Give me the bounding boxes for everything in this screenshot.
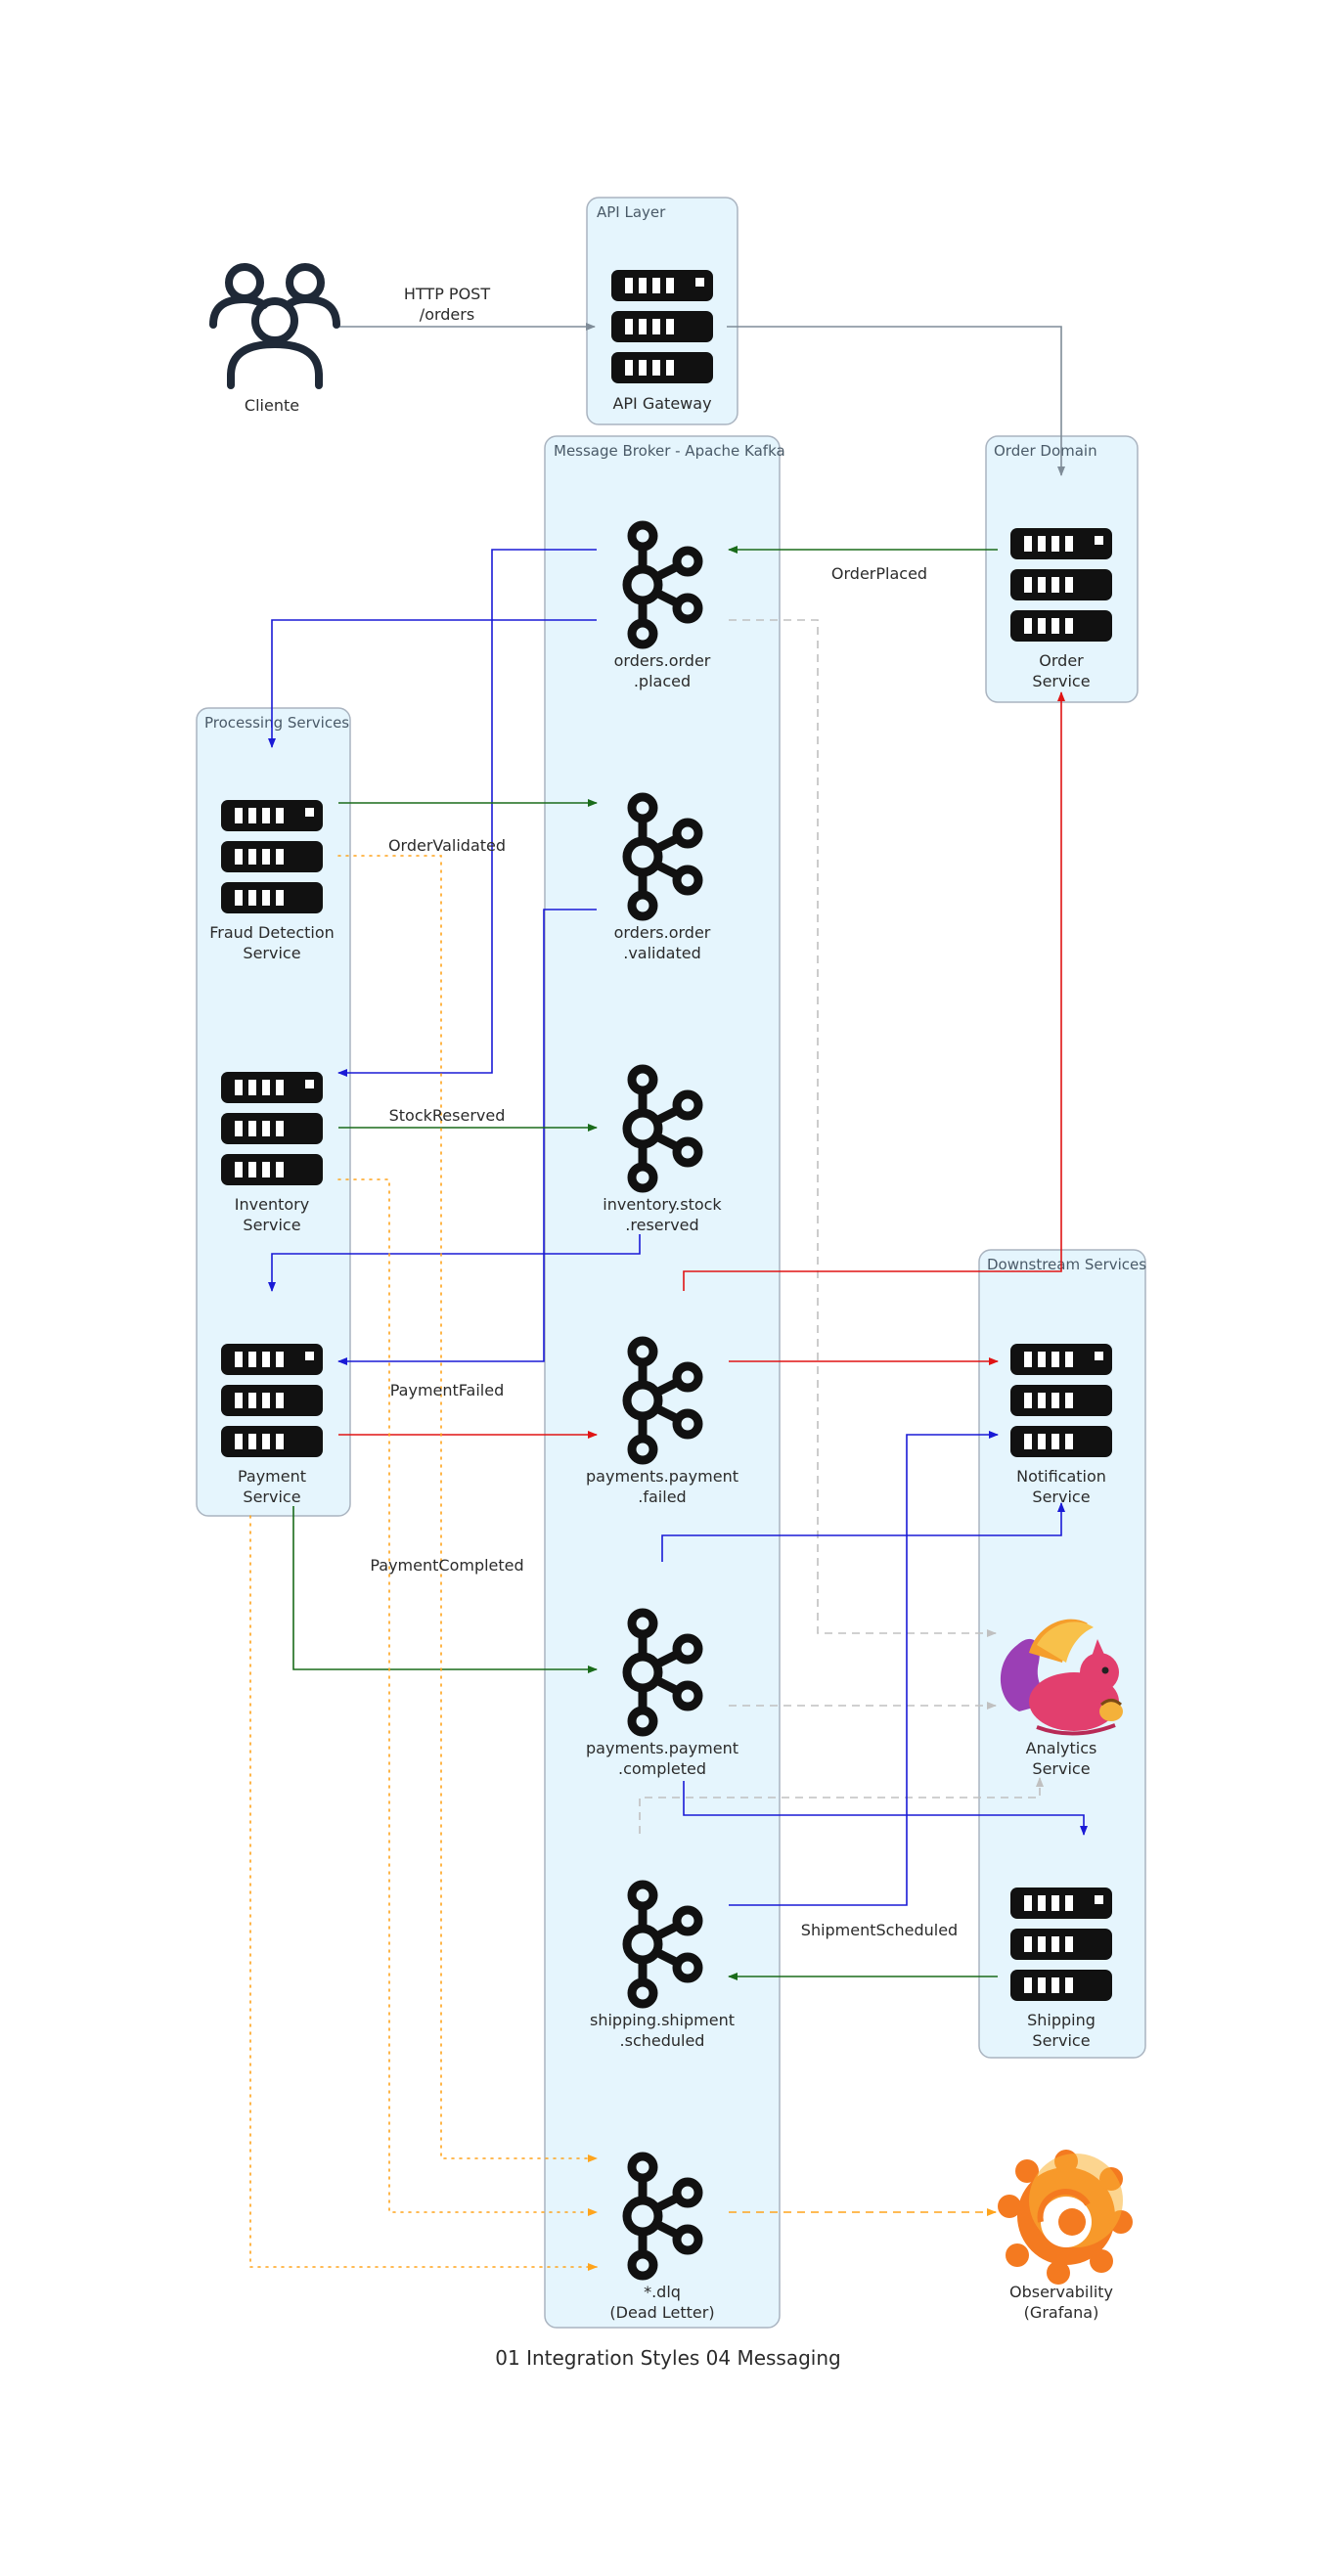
node-label-topic-failed-1: payments.payment — [586, 1467, 738, 1486]
server-rack-icon — [1010, 1344, 1112, 1457]
node-label-fraud-1: Fraud Detection — [209, 923, 335, 942]
node-api-gateway: API Gateway — [611, 270, 713, 413]
flink-squirrel-icon — [1000, 1619, 1123, 1736]
node-notification-service: Notification Service — [1010, 1344, 1112, 1506]
server-rack-icon — [611, 270, 713, 383]
node-label-order-service-2: Service — [1032, 672, 1090, 690]
cluster-message-broker: Message Broker - Apache Kafka — [544, 435, 785, 2329]
node-label-analytics-1: Analytics — [1026, 1739, 1097, 1757]
node-topic-orders-placed: orders.order .placed — [614, 525, 711, 690]
edge-inventory-dlq — [337, 1178, 598, 2216]
node-label-topic-reserved-1: inventory.stock — [603, 1195, 722, 1214]
edge-completed-notification — [661, 1502, 1065, 1562]
edge-gateway-order-service — [727, 326, 1065, 476]
node-label-topic-validated-1: orders.order — [614, 923, 711, 942]
node-label-observability-2: (Grafana) — [1024, 2303, 1099, 2322]
edge-scheduled-notification — [729, 1431, 999, 1906]
node-label-inventory-2: Service — [243, 1216, 300, 1234]
node-label-cliente: Cliente — [245, 396, 299, 415]
server-rack-icon — [221, 800, 323, 913]
edge-label-stock-reserved: StockReserved — [389, 1106, 506, 1125]
node-label-shipping-2: Service — [1032, 2031, 1090, 2050]
node-inventory-service: Inventory Service — [221, 1072, 323, 1234]
cluster-api-layer-label: API Layer — [597, 203, 666, 221]
diagram-title: 01 Integration Styles 04 Messaging — [495, 2346, 840, 2370]
edge-shipping-analytics — [639, 1777, 1044, 1834]
edges — [249, 323, 1088, 2271]
edge-placed-inventory — [337, 549, 597, 1077]
edge-placed-fraud — [268, 619, 597, 748]
node-label-shipping-1: Shipping — [1027, 2011, 1096, 2029]
edge-label-payment-completed: PaymentCompleted — [370, 1556, 523, 1575]
node-topic-stock-reserved: inventory.stock .reserved — [603, 1069, 722, 1234]
node-topic-orders-validated: orders.order .validated — [614, 797, 711, 962]
node-topic-shipment-scheduled: shipping.shipment .scheduled — [590, 1885, 735, 2050]
edge-labels: HTTP POST /orders OrderPlaced OrderValid… — [370, 285, 958, 1939]
node-label-notification-1: Notification — [1016, 1467, 1106, 1486]
edge-payment-completed — [292, 1506, 598, 1673]
edge-label-order-placed: OrderPlaced — [831, 564, 927, 583]
edge-completed-shipping — [683, 1781, 1088, 1836]
node-label-topic-placed-1: orders.order — [614, 651, 711, 670]
node-label-fraud-2: Service — [243, 944, 300, 962]
node-label-topic-dlq-1: *.dlq — [644, 2283, 681, 2301]
node-shipping-service: Shipping Service — [1010, 1888, 1112, 2050]
node-label-topic-placed-2: .placed — [634, 672, 691, 690]
node-label-analytics-2: Service — [1032, 1759, 1090, 1778]
node-label-inventory-1: Inventory — [235, 1195, 309, 1214]
node-label-topic-scheduled-2: .scheduled — [620, 2031, 705, 2050]
edge-payment-dlq — [249, 1515, 598, 2271]
node-label-topic-validated-2: .validated — [623, 944, 700, 962]
node-topic-payment-failed: payments.payment .failed — [586, 1341, 738, 1506]
node-label-order-service-1: Order — [1039, 651, 1084, 670]
node-observability: Observability (Grafana) — [998, 2150, 1133, 2322]
node-label-topic-reserved-2: .reserved — [625, 1216, 698, 1234]
node-analytics-service: Analytics Service — [1000, 1619, 1123, 1778]
node-payment-service: Payment Service — [221, 1344, 323, 1506]
server-rack-icon — [221, 1072, 323, 1185]
cluster-message-broker-label: Message Broker - Apache Kafka — [554, 442, 785, 460]
node-label-observability-1: Observability — [1009, 2283, 1113, 2301]
node-label-payment-2: Service — [243, 1488, 300, 1506]
edge-label-order-validated: OrderValidated — [388, 836, 506, 855]
cluster-order-domain-label: Order Domain — [994, 442, 1097, 460]
node-order-service: Order Service — [1010, 528, 1112, 690]
node-label-payment-1: Payment — [238, 1467, 306, 1486]
grafana-icon — [998, 2150, 1133, 2285]
node-topic-payment-completed: payments.payment .completed — [586, 1613, 738, 1778]
node-label-topic-scheduled-1: shipping.shipment — [590, 2011, 735, 2029]
cluster-processing-services-label: Processing Services — [204, 714, 349, 732]
server-rack-icon — [221, 1344, 323, 1457]
node-cliente: Cliente — [209, 263, 340, 415]
server-rack-icon — [1010, 1888, 1112, 2001]
node-label-topic-completed-1: payments.payment — [586, 1739, 738, 1757]
edge-validated-payment — [337, 909, 597, 1365]
edge-label-shipment-scheduled: ShipmentScheduled — [801, 1921, 958, 1939]
node-label-api-gateway: API Gateway — [612, 394, 711, 413]
node-fraud-detection-service: Fraud Detection Service — [209, 800, 335, 962]
node-topic-dlq: *.dlq (Dead Letter) — [609, 2156, 715, 2322]
cluster-downstream-services-label: Downstream Services — [987, 1256, 1146, 1273]
users-icon — [209, 263, 340, 389]
server-rack-icon — [1010, 528, 1112, 642]
node-label-topic-completed-2: .completed — [618, 1759, 706, 1778]
edge-reserved-payment — [268, 1234, 641, 1292]
edge-label-http-post: HTTP POST — [404, 285, 490, 303]
edge-label-orders-path: /orders — [420, 305, 474, 324]
edge-label-payment-failed: PaymentFailed — [390, 1381, 504, 1399]
edge-failed-order-service — [683, 691, 1065, 1291]
node-label-topic-dlq-2: (Dead Letter) — [609, 2303, 714, 2322]
node-label-notification-2: Service — [1032, 1488, 1090, 1506]
node-label-topic-failed-2: .failed — [638, 1488, 686, 1506]
